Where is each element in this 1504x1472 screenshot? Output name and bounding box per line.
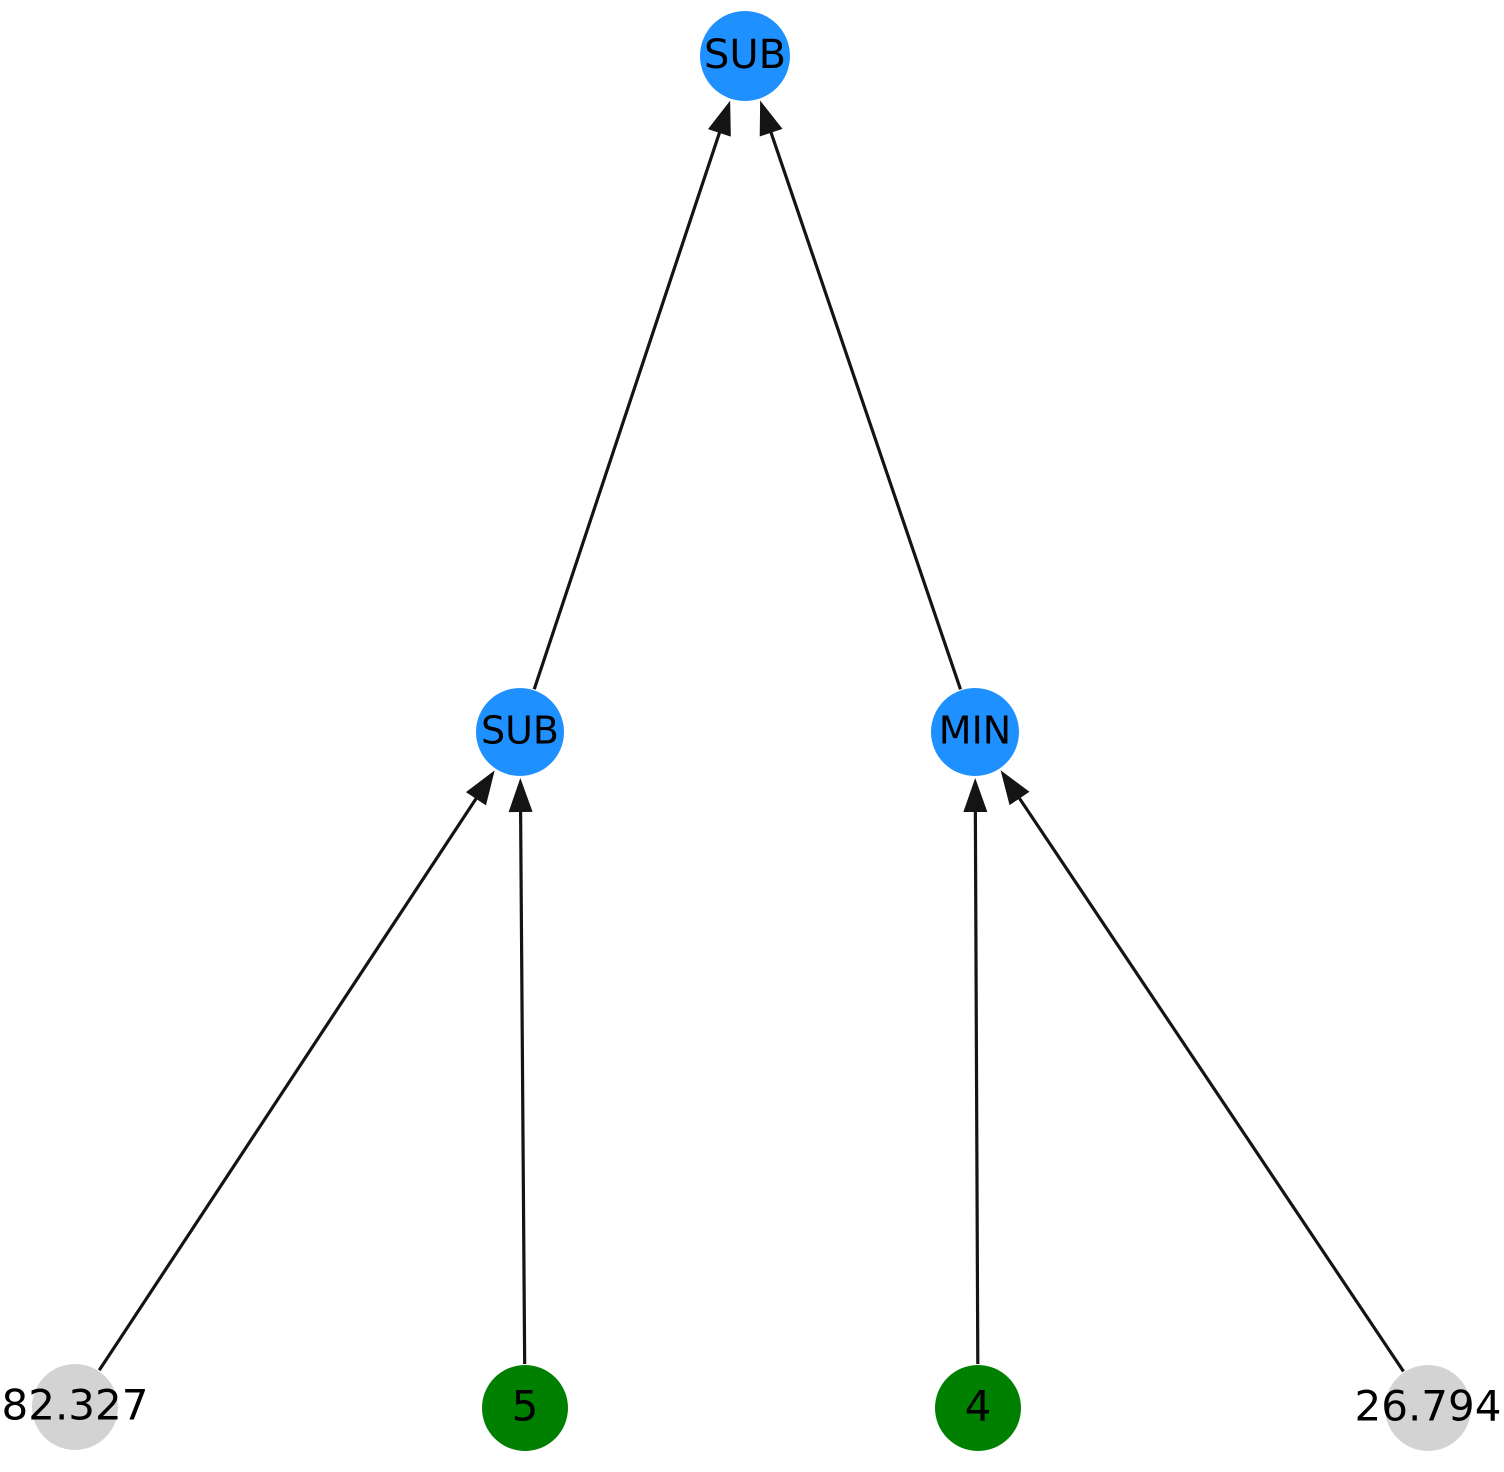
arrowhead-icon	[759, 100, 783, 137]
node-label: 82.327	[2, 1381, 149, 1430]
node-circle[interactable]	[700, 11, 790, 101]
edge-line	[767, 126, 963, 690]
node-circle[interactable]	[482, 1365, 568, 1451]
tree-node-n1[interactable]: SUB	[476, 688, 564, 776]
tree-node-n4[interactable]: 5	[482, 1365, 568, 1451]
node-label: 5	[512, 1382, 539, 1431]
tree-node-n2[interactable]: MIN	[931, 688, 1019, 776]
edge-line	[97, 792, 481, 1372]
edge-n2-to-n0	[759, 100, 963, 690]
edge-line	[532, 126, 723, 690]
edge-line	[518, 805, 527, 1365]
arrowhead-icon	[465, 770, 495, 806]
node-circle[interactable]	[1385, 1365, 1471, 1451]
node-circle[interactable]	[32, 1364, 118, 1450]
edge-n6-to-n2	[1000, 770, 1405, 1373]
edges-layer	[97, 100, 1405, 1373]
edge-n1-to-n0	[532, 100, 731, 690]
edge-n5-to-n2	[963, 777, 988, 1365]
nodes-layer: SUB SUB MIN 82.327 5 4 26.794	[2, 11, 1502, 1451]
tree-node-n6[interactable]: 26.794	[1355, 1365, 1502, 1451]
tree-node-n0[interactable]: SUB	[700, 11, 790, 101]
edge-n3-to-n1	[97, 770, 495, 1372]
arrowhead-icon	[1000, 770, 1030, 806]
arrowhead-icon	[963, 777, 988, 813]
node-label: 4	[965, 1382, 992, 1431]
node-label: SUB	[481, 709, 559, 753]
node-circle[interactable]	[476, 688, 564, 776]
node-circle[interactable]	[931, 688, 1019, 776]
node-label: SUB	[704, 32, 786, 78]
node-circle[interactable]	[935, 1365, 1021, 1451]
arrowhead-icon	[508, 777, 533, 813]
edge-line	[973, 805, 980, 1365]
edge-n4-to-n1	[508, 777, 533, 1365]
edge-line	[1014, 792, 1405, 1373]
node-label: 26.794	[1355, 1382, 1502, 1431]
arrowhead-icon	[708, 100, 731, 137]
tree-node-n3[interactable]: 82.327	[2, 1364, 149, 1450]
tree-node-n5[interactable]: 4	[935, 1365, 1021, 1451]
node-label: MIN	[939, 709, 1011, 753]
